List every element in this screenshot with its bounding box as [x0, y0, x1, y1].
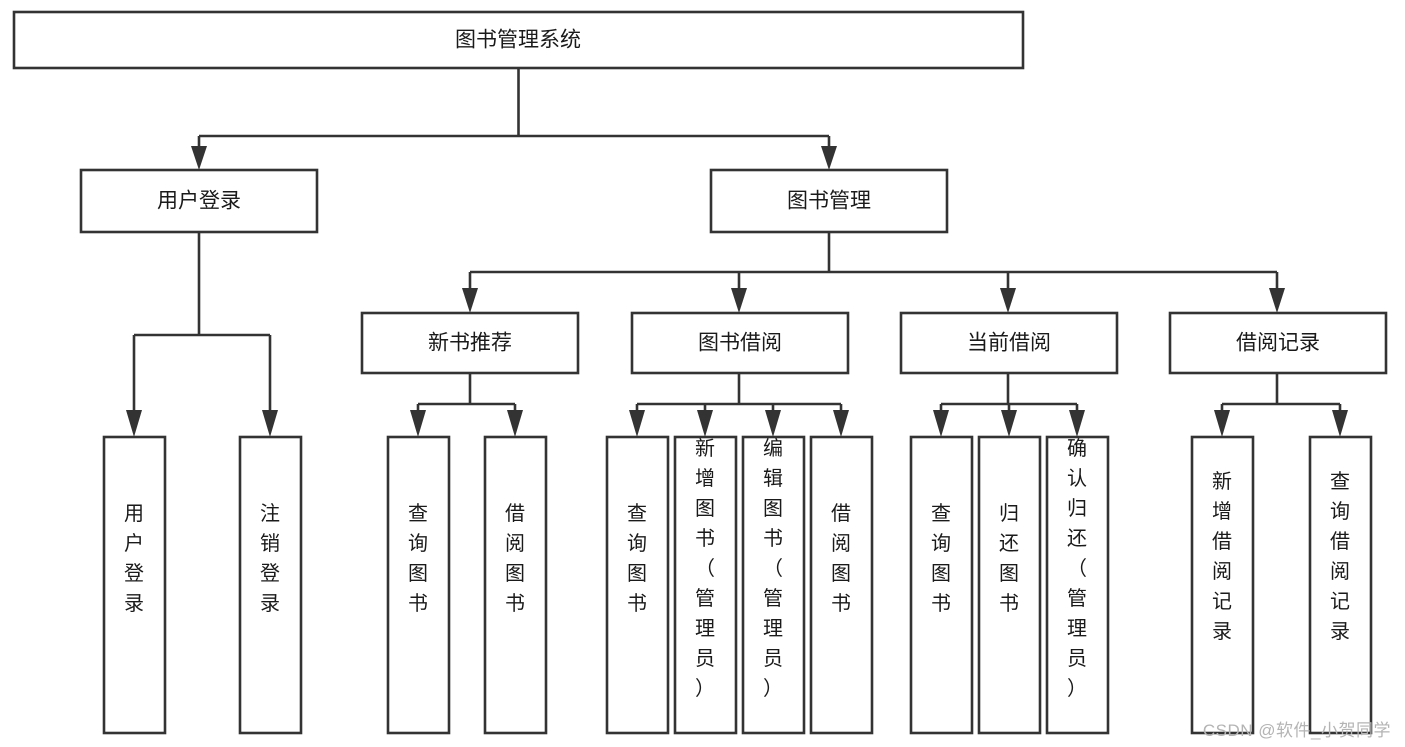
node-borrow[interactable]: 图书借阅	[630, 311, 850, 375]
arrowhead-leaf-11	[1069, 410, 1085, 437]
node-leaf-1-label: 用户登录	[124, 503, 144, 615]
node-leaf-3[interactable]: 查询图书	[386, 435, 451, 735]
node-root-box[interactable]	[12, 10, 1025, 70]
leaf-node-group: 用户登录 注销登录 查询图书 借阅图书 查询图书 新增图书（管理员）	[102, 435, 1373, 735]
node-root[interactable]: 图书管理系统	[12, 10, 1025, 70]
node-borrow-label: 图书借阅	[698, 332, 782, 355]
arrowhead-leaf-10	[1001, 410, 1017, 437]
node-leaf-5-box[interactable]	[605, 435, 670, 735]
node-leaf-5-label: 查询图书	[627, 502, 647, 615]
node-leaf-1[interactable]: 用户登录	[102, 435, 167, 735]
node-current[interactable]: 当前借阅	[899, 311, 1119, 375]
node-bookmgmt[interactable]: 图书管理	[709, 168, 949, 234]
arrowhead-leaf-4	[507, 410, 523, 437]
arrowhead-root-to-login	[191, 146, 207, 170]
node-leaf-9[interactable]: 查询图书	[909, 435, 974, 735]
node-root-label: 图书管理系统	[455, 29, 581, 52]
node-leaf-4-box[interactable]	[483, 435, 548, 735]
node-leaf-13-box[interactable]	[1308, 435, 1373, 735]
node-leaf-10-label: 归还图书	[999, 502, 1019, 615]
node-leaf-9-box[interactable]	[909, 435, 974, 735]
arrowhead-leaf-3	[410, 410, 426, 437]
node-leaf-2-label: 注销登录	[260, 502, 280, 615]
node-leaf-11[interactable]: 确认归还（管理员）	[1045, 435, 1110, 735]
arrowhead-to-current	[1000, 288, 1016, 313]
node-bookmgmt-box[interactable]	[709, 168, 949, 234]
node-leaf-7[interactable]: 编辑图书（管理员）	[741, 435, 806, 735]
node-leaf-3-label: 查询图书	[408, 502, 428, 615]
arrowhead-leaf-12	[1214, 410, 1230, 437]
node-borrow-box[interactable]	[630, 311, 850, 375]
arrowhead-leaf-6	[697, 410, 713, 437]
node-leaf-12-label: 新增借阅记录	[1212, 470, 1232, 643]
node-newbook-label: 新书推荐	[428, 332, 512, 355]
arrowhead-to-records	[1269, 288, 1285, 313]
arrowhead-leaf-8	[833, 410, 849, 437]
node-leaf-8[interactable]: 借阅图书	[809, 435, 874, 735]
node-records-box[interactable]	[1168, 311, 1388, 375]
node-leaf-12[interactable]: 新增借阅记录	[1190, 435, 1255, 735]
node-leaf-9-label: 查询图书	[931, 502, 951, 615]
node-leaf-7-label: 编辑图书（管理员）	[763, 437, 783, 700]
arrowhead-leaf-5	[629, 410, 645, 437]
node-leaf-7-box[interactable]	[741, 435, 806, 735]
node-newbook[interactable]: 新书推荐	[360, 311, 580, 375]
node-leaf-6-label: 新增图书（管理员）	[695, 437, 715, 700]
node-leaf-8-box[interactable]	[809, 435, 874, 735]
node-newbook-box[interactable]	[360, 311, 580, 375]
node-leaf-12-box[interactable]	[1190, 435, 1255, 735]
node-leaf-2-box[interactable]	[238, 435, 303, 735]
node-records-label: 借阅记录	[1236, 332, 1320, 355]
node-login-label: 用户登录	[157, 190, 241, 213]
arrowhead-root-to-bookmgmt	[821, 146, 837, 170]
arrowhead-leaf-7	[765, 410, 781, 437]
node-leaf-10-box[interactable]	[977, 435, 1042, 735]
node-leaf-1-box[interactable]	[102, 435, 167, 735]
node-leaf-2[interactable]: 注销登录	[238, 435, 303, 735]
node-current-label: 当前借阅	[967, 332, 1051, 355]
node-leaf-13-label: 查询借阅记录	[1330, 470, 1350, 643]
arrowhead-to-borrow	[731, 288, 747, 313]
node-leaf-11-label: 确认归还（管理员）	[1067, 437, 1087, 700]
node-leaf-11-box[interactable]	[1045, 435, 1110, 735]
node-login-box[interactable]	[79, 168, 319, 234]
arrowhead-leaf-9	[933, 410, 949, 437]
node-login[interactable]: 用户登录	[79, 168, 319, 234]
node-leaf-8-label: 借阅图书	[831, 502, 851, 615]
arrowhead-to-newbook	[462, 288, 478, 313]
arrowhead-leaf-1	[126, 410, 142, 437]
connector-layer	[126, 68, 1348, 437]
node-records[interactable]: 借阅记录	[1168, 311, 1388, 375]
node-leaf-10[interactable]: 归还图书	[977, 435, 1042, 735]
node-leaf-4-label: 借阅图书	[505, 502, 525, 615]
node-bookmgmt-label: 图书管理	[787, 190, 871, 213]
node-leaf-5[interactable]: 查询图书	[605, 435, 670, 735]
node-leaf-13[interactable]: 查询借阅记录	[1308, 435, 1373, 735]
node-leaf-6-box[interactable]	[673, 435, 738, 735]
arrowhead-leaf-13	[1332, 410, 1348, 437]
arrowhead-leaf-2	[262, 410, 278, 437]
node-current-box[interactable]	[899, 311, 1119, 375]
node-leaf-6[interactable]: 新增图书（管理员）	[673, 435, 738, 735]
node-leaf-3-box[interactable]	[386, 435, 451, 735]
node-leaf-4[interactable]: 借阅图书	[483, 435, 548, 735]
